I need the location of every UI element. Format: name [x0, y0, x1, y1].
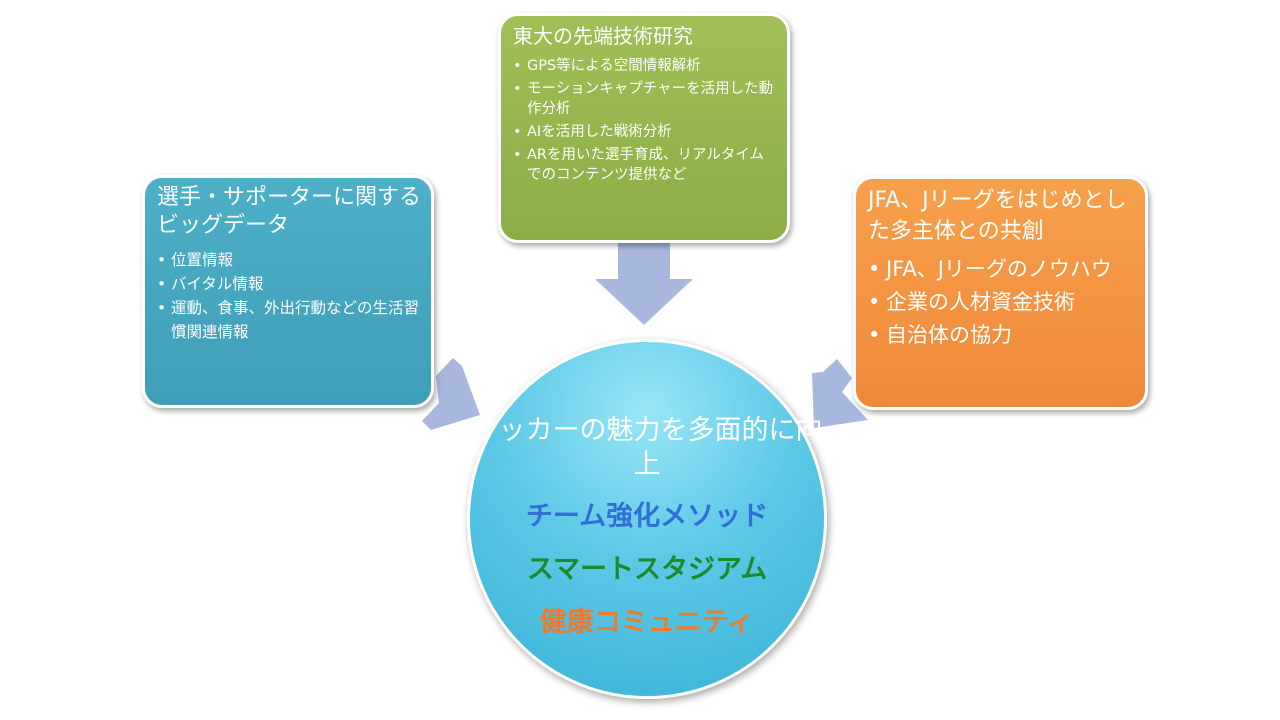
- research-box: 東大の先端技術研究 GPS等による空間情報解析 モーションキャプチャーを活用した…: [498, 13, 790, 243]
- list-item: AIを活用した戦術分析: [513, 122, 777, 142]
- list-item: バイタル情報: [157, 272, 421, 296]
- list-item: モーションキャプチャーを活用した動作分析: [513, 79, 777, 119]
- center-circle: サッカーの魅力を多面的に向上 チーム強化メソッド スマートスタジアム 健康コミュ…: [467, 339, 827, 699]
- list-item: 自治体の協力: [868, 319, 1135, 352]
- research-title: 東大の先端技術研究: [513, 24, 693, 48]
- list-item: 運動、食事、外出行動などの生活習慣関連情報: [157, 296, 421, 344]
- research-list: GPS等による空間情報解析 モーションキャプチャーを活用した動作分析 AIを活用…: [513, 56, 777, 185]
- co-creation-list: JFA、Jリーグのノウハウ 企業の人材資金技術 自治体の協力: [868, 253, 1135, 352]
- list-item: 企業の人材資金技術: [868, 286, 1135, 319]
- co-creation-title: JFA、Jリーグをはじめとした多主体との共創: [868, 188, 1127, 244]
- big-data-list: 位置情報 バイタル情報 運動、食事、外出行動などの生活習慣関連情報: [157, 248, 421, 344]
- arrow-diag-left: [422, 358, 480, 430]
- big-data-box: 選手・サポーターに関するビッグデータ 位置情報 バイタル情報 運動、食事、外出行…: [142, 175, 434, 408]
- list-item: GPS等による空間情報解析: [513, 56, 777, 76]
- co-creation-box: JFA、Jリーグをはじめとした多主体との共創 JFA、Jリーグのノウハウ 企業の…: [853, 176, 1148, 410]
- health-community-text: 健康コミュニティ: [539, 607, 755, 638]
- team-method-text: チーム強化メソッド: [525, 501, 769, 532]
- big-data-title: 選手・サポーターに関するビッグデータ: [157, 185, 422, 238]
- arrow-diag-right: [812, 359, 868, 428]
- list-item: ARを用いた選手育成、リアルタイムでのコンテンツ提供など: [513, 145, 777, 185]
- list-item: 位置情報: [157, 248, 421, 272]
- arrow-down-top: [595, 240, 693, 325]
- center-title: サッカーの魅力を多面的に向上: [471, 415, 823, 480]
- smart-stadium-text: スマートスタジアム: [526, 554, 768, 585]
- list-item: JFA、Jリーグのノウハウ: [868, 253, 1135, 286]
